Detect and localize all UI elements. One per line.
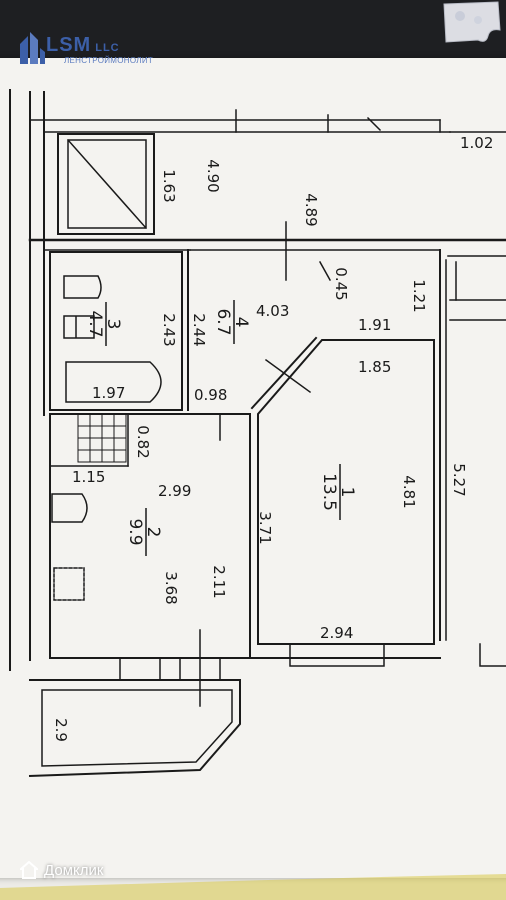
wardrobe-door (66, 138, 148, 230)
door-swing (264, 358, 312, 394)
dim-163: 1.63 (160, 169, 178, 202)
building-logo-icon (20, 32, 45, 64)
dim-244: 2.44 (190, 313, 208, 346)
dim-29: 2.9 (52, 718, 70, 742)
room1-walls (257, 339, 435, 645)
dim-082: 0.82 (134, 425, 152, 458)
dim-243: 2.43 (160, 313, 178, 346)
room2-area: 9.9 (125, 518, 145, 545)
dim-197: 1.97 (92, 384, 125, 402)
domclick-logo-icon (20, 861, 38, 879)
window-room1 (289, 643, 385, 667)
room3-number: 3 (103, 319, 123, 330)
balcony-inner (41, 689, 233, 767)
sink (63, 275, 102, 299)
puzzle-piece-image (443, 1, 501, 43)
dim-299: 2.99 (158, 482, 191, 500)
room4-number: 4 (231, 317, 251, 328)
room3-area: 4.7 (85, 310, 105, 337)
dim-185: 1.85 (358, 358, 391, 376)
dim-489: 4.89 (302, 193, 320, 226)
dark-background-bottom (0, 860, 506, 900)
bathtub (65, 361, 162, 403)
dim-045: 0.45 (332, 267, 350, 300)
room1-number: 1 (337, 487, 357, 498)
tick-mark (318, 260, 332, 282)
dim-527: 5.27 (450, 463, 468, 496)
dim-490: 4.90 (204, 159, 222, 192)
bathroom-walls (49, 251, 183, 411)
radiator-grid (77, 413, 127, 463)
floor-plan-sheet (0, 58, 506, 878)
room2-number: 2 (143, 527, 163, 538)
stove (53, 567, 85, 601)
dim-368: 3.68 (162, 571, 180, 604)
toilet (63, 315, 95, 339)
dim-098: 0.98 (194, 386, 227, 404)
domclick-watermark: Домклик (20, 861, 103, 879)
window-right (479, 643, 506, 667)
dim-121: 1.21 (410, 279, 428, 312)
logo-subtitle: ЛЕНСТРОЙМОНОЛИТ (64, 56, 154, 65)
dim-371: 3.71 (256, 511, 274, 544)
right-room-lines (447, 255, 506, 321)
dim-211: 2.11 (210, 565, 228, 598)
dim-481: 4.81 (400, 475, 418, 508)
window-room2 (119, 657, 221, 681)
logo-suffix: LLC (95, 42, 120, 54)
watermark-text: Домклик (44, 861, 104, 879)
dim-191: 1.91 (358, 316, 391, 334)
room1-area: 13.5 (319, 473, 339, 511)
room4-area: 6.7 (213, 308, 233, 335)
dim-294: 2.94 (320, 624, 353, 642)
dim-403: 4.03 (256, 302, 289, 320)
tick-mark (366, 116, 382, 132)
balcony-walls (28, 679, 241, 778)
logo-name: LSM (46, 34, 92, 56)
wardrobe (57, 133, 155, 235)
kitchen-sink (51, 493, 88, 523)
dim-115: 1.15 (72, 468, 105, 486)
dim-102: 1.02 (460, 134, 493, 152)
